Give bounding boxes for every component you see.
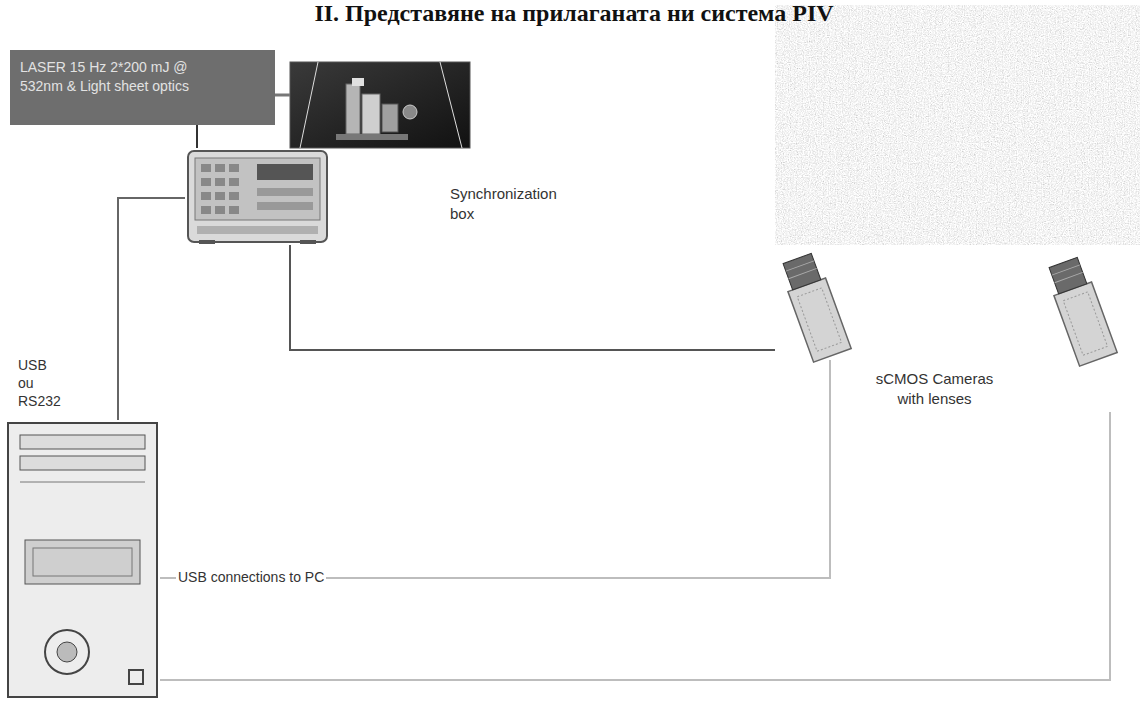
optics-link [275, 94, 290, 97]
node-label: Synchronization box [450, 184, 575, 223]
particle-image [775, 5, 1140, 245]
node-label: sCMOS Cameras with lenses [867, 369, 1002, 408]
usb-wire [160, 360, 830, 578]
sync-node: Synchronization box [185, 148, 330, 245]
laser-node: LASER 15 Hz 2*200 mJ @ 532nm & Light she… [10, 50, 275, 125]
node-label: LASER 15 Hz 2*200 mJ @ 532nm & Light she… [10, 50, 205, 104]
pc-node [5, 420, 160, 700]
connector-label: USB connections to PC [176, 568, 326, 586]
connector-wire [196, 125, 198, 148]
connector-wire [118, 198, 185, 420]
optics-photo [290, 62, 470, 148]
connector-wire [160, 412, 1110, 680]
connector-label: USB ou RS232 [16, 356, 66, 411]
pc-tower [5, 420, 160, 700]
sync-device [185, 148, 330, 245]
connector-wire [290, 245, 775, 350]
page-title: II. Представяне на прилаганата ни систем… [0, 0, 1148, 27]
cams-node: sCMOS Cameras with lenses [775, 245, 1125, 412]
